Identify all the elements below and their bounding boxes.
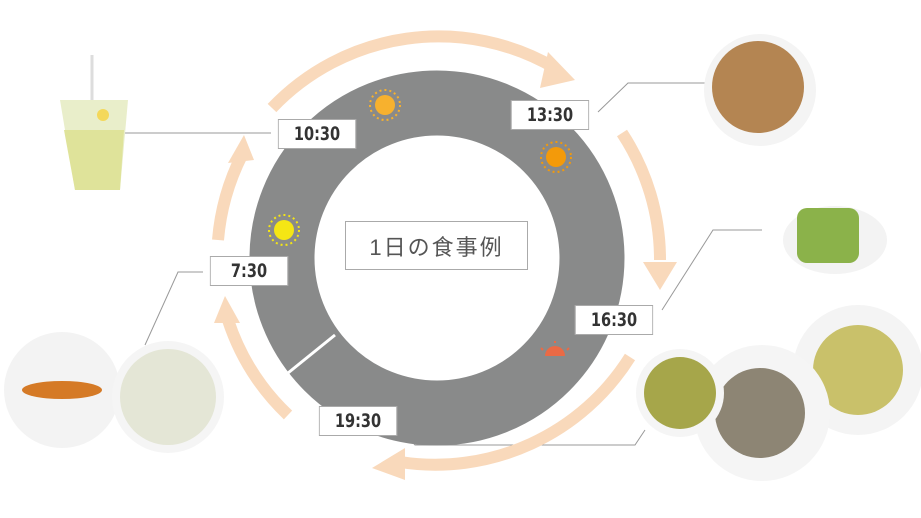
food-sweet-potato-and-soup xyxy=(4,332,224,453)
leader-line-1330 xyxy=(597,82,705,113)
food-cake xyxy=(783,206,887,274)
time-label-730: 7:30 xyxy=(209,256,289,286)
diagram-title: 1日の食事例 xyxy=(345,221,528,270)
arrow-lower-left xyxy=(222,318,293,420)
food-drink xyxy=(60,55,128,190)
arrow-upper-left xyxy=(212,152,248,241)
food-granola xyxy=(704,34,816,146)
sun-icon xyxy=(540,141,572,173)
time-label-1030: 10:30 xyxy=(277,119,357,149)
food-dinner xyxy=(636,305,921,481)
leader-line-730 xyxy=(144,271,203,346)
arrowheads xyxy=(214,52,677,480)
arrow-right xyxy=(616,129,667,261)
time-label-1630: 16:30 xyxy=(574,305,654,335)
time-label-1330: 13:30 xyxy=(510,100,590,130)
ring-divider xyxy=(287,333,336,375)
sun-icon xyxy=(369,89,401,121)
sun-icon xyxy=(268,214,300,246)
time-label-1930: 19:30 xyxy=(318,406,398,436)
arrow-top xyxy=(267,30,559,113)
leader-line-1630 xyxy=(661,229,762,311)
arrow-bottom xyxy=(399,353,636,471)
sunset-icon xyxy=(540,341,570,356)
